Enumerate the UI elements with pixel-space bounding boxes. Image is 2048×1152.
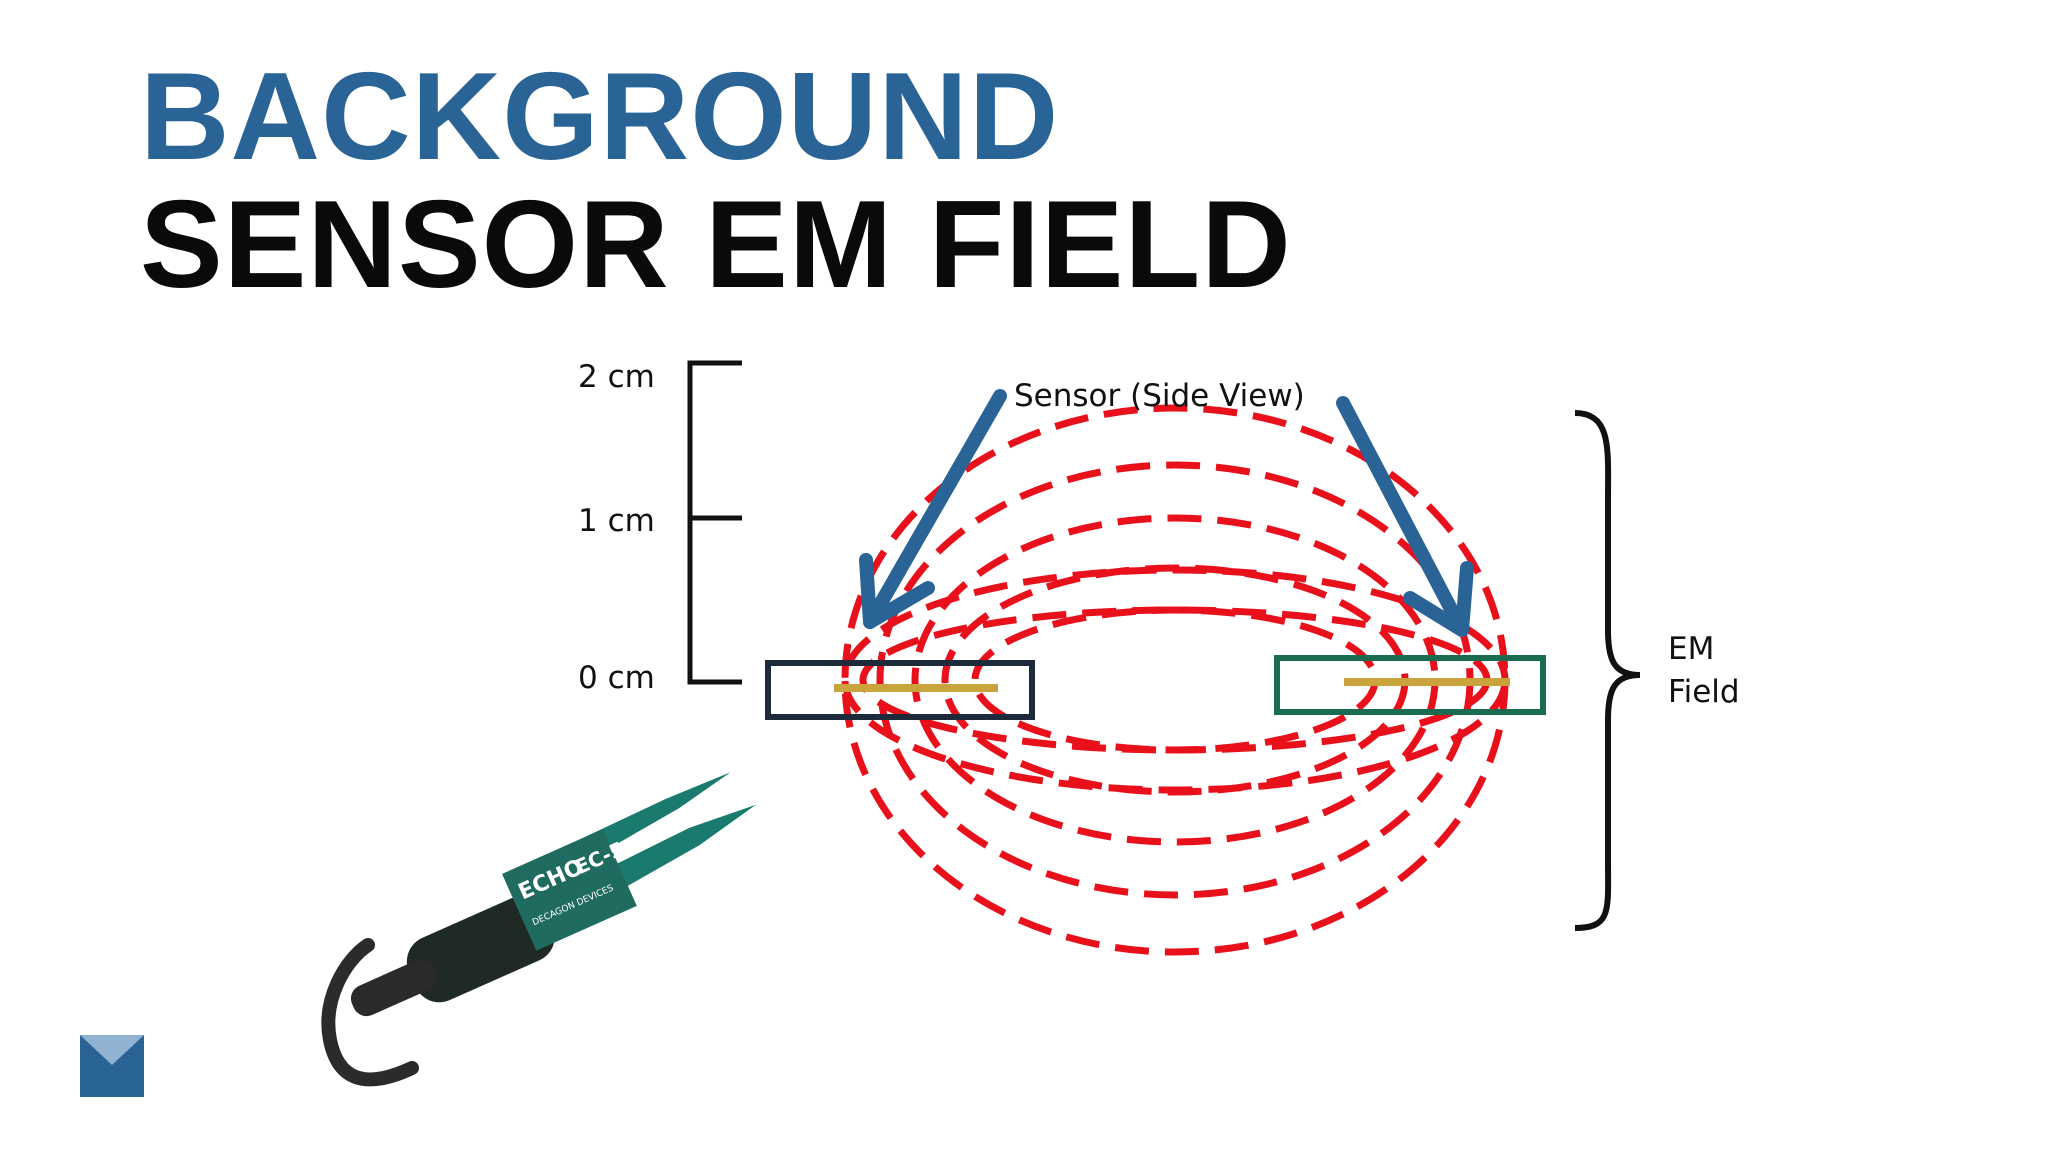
sensor-cable xyxy=(321,938,419,1087)
scale-label-2cm: 2 cm xyxy=(578,359,655,395)
scale-label-1cm: 1 cm xyxy=(578,503,655,539)
em-field-label-field: Field xyxy=(1668,674,1740,710)
left-arrow-head xyxy=(859,553,935,629)
pointer-arrows xyxy=(859,389,1474,637)
left-sensor-box xyxy=(765,660,1035,720)
right-arrow xyxy=(1336,396,1469,637)
sensor-label-plate xyxy=(502,829,637,951)
scale-label-0cm: 0 cm xyxy=(578,660,655,696)
left-arrow xyxy=(863,389,1007,629)
em-field-brace xyxy=(1574,410,1641,931)
slide-subtitle: SENSOR EM FIELD xyxy=(140,176,1292,314)
field-line xyxy=(941,564,1409,796)
em-field-label-em: EM xyxy=(1668,631,1714,667)
sensor-grip xyxy=(406,895,555,1003)
corner-logo-icon xyxy=(80,1035,144,1097)
slide-title: BACKGROUND xyxy=(140,48,1060,186)
right-arrow-head xyxy=(1403,561,1474,637)
sensor-side-view-label: Sensor (Side View) xyxy=(1014,378,1305,414)
scale-bracket xyxy=(687,360,742,685)
right-sensor-box xyxy=(1274,655,1546,715)
sensor-photo: ECHO EC-5 DECAGON DEVICES xyxy=(321,772,756,1087)
